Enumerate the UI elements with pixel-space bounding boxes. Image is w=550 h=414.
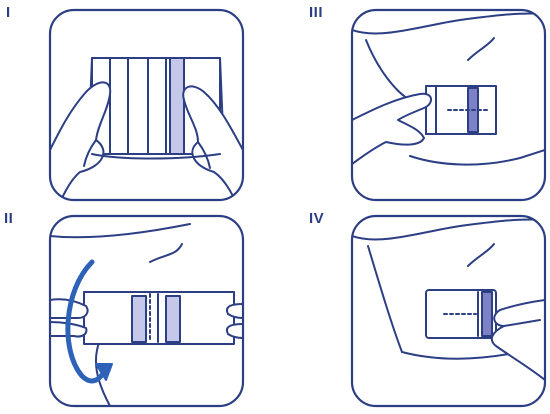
panel-frame bbox=[48, 214, 245, 408]
panel-frame bbox=[350, 8, 547, 202]
step-label-4: IV bbox=[309, 210, 325, 227]
liner-strip bbox=[169, 57, 185, 155]
hand bbox=[352, 92, 432, 165]
panel-1 bbox=[48, 8, 245, 202]
hand bbox=[490, 299, 545, 381]
panel-2 bbox=[48, 214, 245, 408]
panel-4 bbox=[350, 214, 547, 408]
step-label-3: III bbox=[309, 4, 324, 21]
right-hand bbox=[182, 85, 243, 200]
panel-3 bbox=[350, 8, 547, 202]
panel-frame bbox=[48, 8, 245, 202]
rotate-arrow bbox=[65, 259, 107, 384]
left-hand bbox=[50, 81, 112, 200]
panel-frame bbox=[350, 214, 547, 408]
step-label-2: II bbox=[4, 210, 14, 227]
step-label-1: I bbox=[6, 4, 11, 21]
